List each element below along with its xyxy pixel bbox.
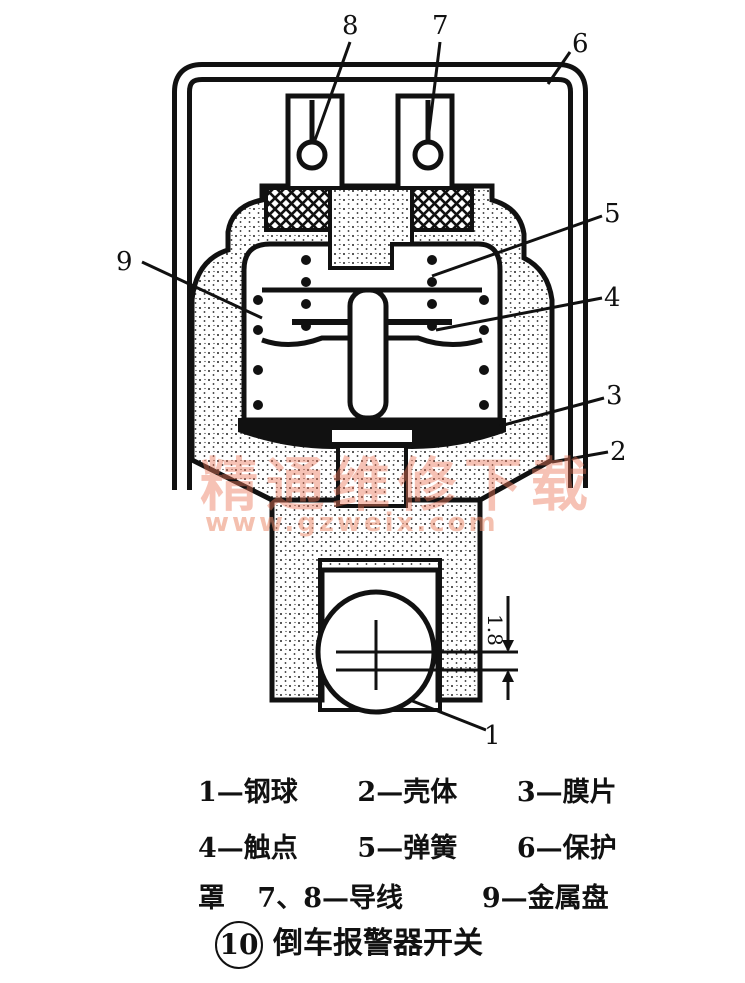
dimension-marker: 1.8 xyxy=(483,596,514,700)
callout-5: 5 xyxy=(604,199,621,229)
legend-item: 5—弹簧 xyxy=(357,833,458,864)
callout-7: 7 xyxy=(432,11,449,41)
legend-item: 4—触点 xyxy=(198,833,298,864)
legend-item: 9—金属盘 xyxy=(481,883,609,914)
terminal-7 xyxy=(395,93,455,199)
legend-item: 罩 xyxy=(198,883,225,914)
spring-outer xyxy=(253,295,489,410)
legend-item: 2—壳体 xyxy=(357,777,458,808)
watermark-url: www.gzweix.com xyxy=(205,508,499,538)
callout-9: 9 xyxy=(116,247,133,277)
callout-1: 1 xyxy=(484,721,501,751)
legend-item: 3—膜片 xyxy=(516,777,617,808)
callout-3: 3 xyxy=(606,381,623,411)
legend-line-1: 1—钢球 2—壳体 3—膜片 xyxy=(198,770,617,809)
callout-4: 4 xyxy=(604,283,621,313)
plunger xyxy=(347,287,389,421)
legend-line-3: 罩 7、8—导线 9—金属盘 xyxy=(198,876,609,915)
callout-8: 8 xyxy=(342,11,359,41)
legend-item: 1—钢球 xyxy=(198,777,298,808)
legend-item: 6—保护 xyxy=(516,833,617,864)
terminal-8 xyxy=(285,93,345,199)
spring-right xyxy=(427,255,437,331)
callout-2: 2 xyxy=(610,437,627,467)
leader-lines xyxy=(141,41,609,732)
dimension-label: 1.8 xyxy=(483,614,507,646)
figure-caption: 10 倒车报警器开关 xyxy=(215,918,483,969)
callout-6: 6 xyxy=(572,29,589,59)
insulating-core xyxy=(328,186,414,270)
watermark-text: 精通维修下载 xyxy=(200,451,597,519)
figure-title: 倒车报警器开关 xyxy=(273,926,483,961)
legend-item: 7、8—导线 xyxy=(257,883,403,914)
figure-number: 10 xyxy=(215,921,263,969)
legend-line-2: 4—触点 5—弹簧 6—保护 xyxy=(198,826,617,865)
reverse-alarm-switch-diagram: 1.8 8 7 6 5 4 3 2 9 1 xyxy=(116,11,627,751)
